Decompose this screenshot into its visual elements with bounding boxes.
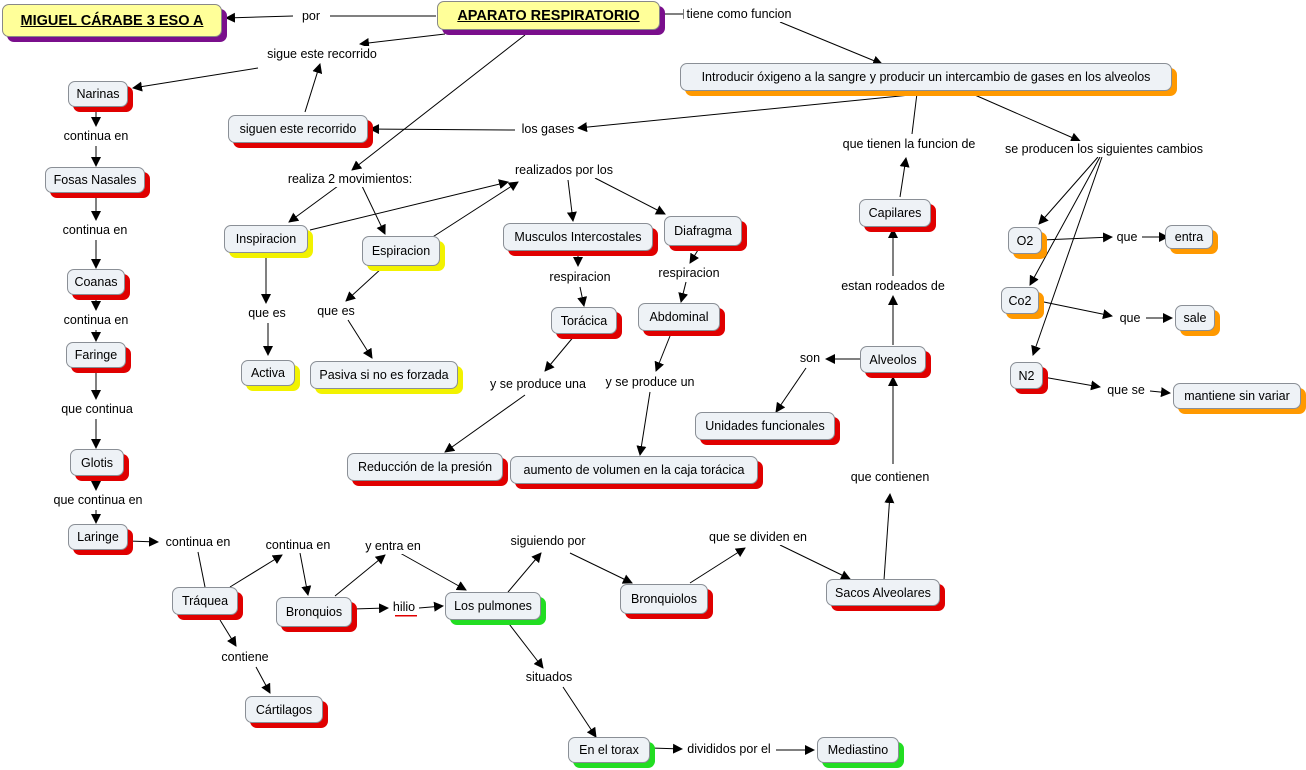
node-unidades-funcionales[interactable]: Unidades funcionales — [695, 412, 835, 440]
node-espiracion[interactable]: Espiracion — [362, 236, 440, 266]
label-continua-en-4: continua en — [162, 534, 234, 550]
node-en-el-torax[interactable]: En el torax — [568, 737, 650, 763]
label-divididos-por-el: divididos por el — [684, 741, 774, 757]
node-coanas[interactable]: Coanas — [67, 269, 125, 295]
node-alveolos[interactable]: Alveolos — [860, 346, 926, 373]
label-realiza-2-movimientos: realiza 2 movimientos: — [284, 171, 416, 187]
label-sigue-recorrido: sigue este recorrido — [264, 46, 380, 62]
node-bronquios[interactable]: Bronquios — [276, 597, 352, 627]
label-estan-rodeados-de: estan rodeados de — [838, 278, 948, 294]
node-capilares[interactable]: Capilares — [859, 199, 931, 227]
node-introducir[interactable]: Introducir óxigeno a la sangre y produci… — [680, 63, 1172, 91]
node-diafragma[interactable]: Diafragma — [664, 216, 742, 246]
node-inspiracion[interactable]: Inspiracion — [224, 225, 308, 253]
node-traquea[interactable]: Tráquea — [172, 587, 238, 615]
node-activa[interactable]: Activa — [241, 360, 295, 386]
label-que-se-dividen-en: que se dividen en — [706, 529, 810, 545]
label-siguientes-cambios: se producen los siguientes cambios — [1001, 141, 1207, 157]
label-por: por — [298, 8, 324, 24]
label-tienen-la-funcion: que tienen la funcion de — [839, 136, 979, 152]
node-o2[interactable]: O2 — [1008, 227, 1042, 254]
node-laringe[interactable]: Laringe — [68, 524, 128, 550]
node-mantiene[interactable]: mantiene sin variar — [1173, 383, 1301, 409]
node-faringe[interactable]: Faringe — [66, 342, 126, 368]
label-tiene-como-funcion: tiene como funcion — [683, 6, 795, 22]
node-aparato-respiratorio[interactable]: APARATO RESPIRATORIO — [437, 1, 660, 30]
node-miguel[interactable]: MIGUEL CÁRABE 3 ESO A — [2, 4, 222, 37]
node-siguen-recorrido[interactable]: siguen este recorrido — [228, 115, 368, 143]
label-que-continua: que continua — [58, 401, 136, 417]
node-los-pulmones[interactable]: Los pulmones — [445, 592, 541, 620]
label-contiene: contiene — [218, 649, 272, 665]
label-que-continua-en: que continua en — [50, 492, 146, 508]
label-y-entra-en: y entra en — [362, 538, 424, 554]
label-continua-en-2: continua en — [59, 222, 131, 238]
label-y-se-produce-una: y se produce una — [487, 376, 589, 392]
label-que-es-1: que es — [245, 305, 289, 321]
node-aumento-volumen[interactable]: aumento de volumen en la caja torácica — [510, 456, 758, 484]
label-hilio: hilio — [389, 599, 419, 615]
node-abdominal[interactable]: Abdominal — [638, 303, 720, 331]
node-glotis[interactable]: Glotis — [70, 449, 124, 476]
label-y-se-produce-un: y se produce un — [602, 374, 698, 390]
label-son: son — [796, 350, 824, 366]
label-respiracion-1: respiracion — [546, 269, 614, 285]
label-que-se: que se — [1104, 382, 1148, 398]
node-co2[interactable]: Co2 — [1001, 287, 1039, 314]
label-que-2: que — [1116, 310, 1144, 326]
node-n2[interactable]: N2 — [1010, 362, 1043, 389]
label-realizados-por: realizados por los — [512, 162, 616, 178]
node-toracica[interactable]: Torácica — [551, 307, 617, 334]
label-continua-en-5: continua en — [262, 537, 334, 553]
label-que-es-2: que es — [314, 303, 358, 319]
node-musculos-intercostales[interactable]: Musculos Intercostales — [503, 223, 653, 251]
node-entra[interactable]: entra — [1165, 225, 1213, 249]
node-narinas[interactable]: Narinas — [68, 81, 128, 107]
label-continua-en-1: continua en — [60, 128, 132, 144]
label-respiracion-2: respiracion — [655, 265, 723, 281]
label-continua-en-3: continua en — [60, 312, 132, 328]
label-que-1: que — [1113, 229, 1141, 245]
node-bronquiolos[interactable]: Bronquiolos — [620, 584, 708, 614]
node-fosas-nasales[interactable]: Fosas Nasales — [45, 167, 145, 193]
node-mediastino[interactable]: Mediastino — [817, 737, 899, 763]
label-siguiendo-por: siguiendo por — [507, 533, 589, 549]
node-cartilagos[interactable]: Cártilagos — [245, 696, 323, 723]
label-que-contienen: que contienen — [847, 469, 933, 485]
label-los-gases: los gases — [518, 121, 578, 137]
node-reduccion[interactable]: Reducción de la presión — [347, 453, 503, 481]
node-sacos-alveolares[interactable]: Sacos Alveolares — [826, 579, 940, 606]
label-situados: situados — [522, 669, 576, 685]
node-pasiva[interactable]: Pasiva si no es forzada — [310, 361, 458, 389]
node-sale[interactable]: sale — [1175, 305, 1215, 331]
